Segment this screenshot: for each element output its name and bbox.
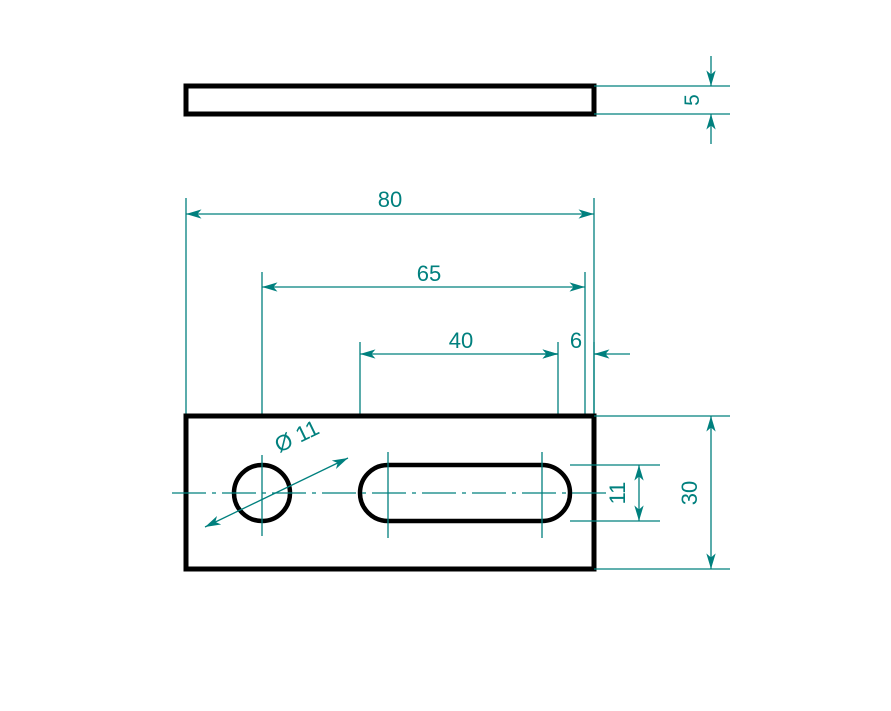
dimension-label-slot-width: 11: [605, 482, 630, 505]
dimension-overall-height: 30: [594, 415, 730, 570]
leader-line-hole-diameter: [204, 457, 349, 528]
dimension-label-slot-edge-distance: 6: [570, 328, 582, 353]
dimension-label-overall-height: 30: [677, 481, 702, 505]
dimension-thickness: 5: [594, 56, 730, 144]
dimension-label-hole-offset: 65: [417, 261, 441, 286]
side-view-outline: [183, 83, 597, 117]
dimension-label-thickness: 5: [681, 94, 704, 106]
dimension-label-slot-length: 40: [449, 328, 473, 353]
dimension-slot-edge-distance: 6: [530, 328, 630, 416]
dimension-hole-offset: 65: [261, 261, 586, 500]
dimension-overall-length: 80: [185, 187, 595, 416]
dimension-slot-width: 11: [570, 464, 660, 522]
dimension-label-overall-length: 80: [378, 187, 402, 212]
side-view-group: [183, 83, 597, 117]
